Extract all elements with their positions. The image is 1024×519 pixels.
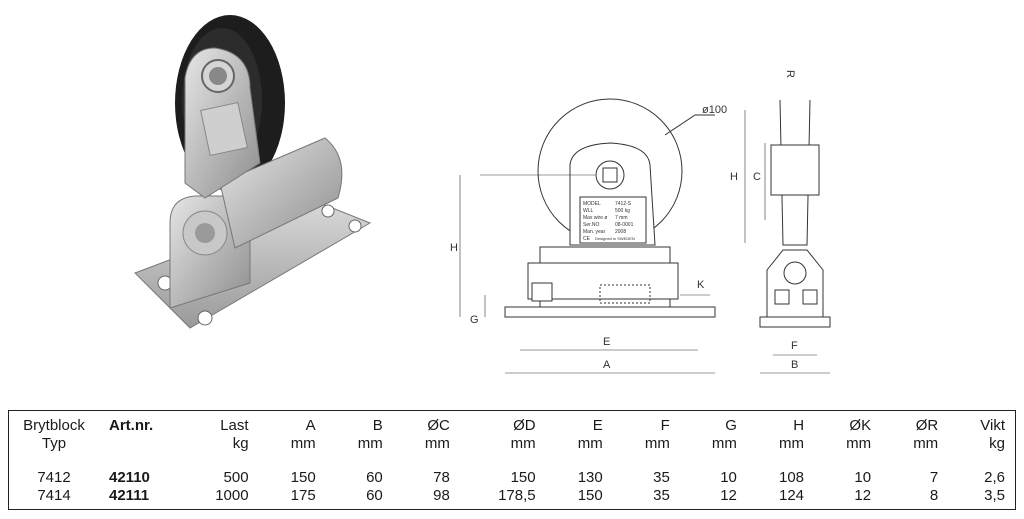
- cell-k: 12: [854, 487, 872, 504]
- plate-maxwire-value: 7 mm: [615, 215, 628, 221]
- cell-typ: 7412: [37, 469, 71, 486]
- dim-label-e: E: [603, 336, 610, 348]
- plate-manyear-value: 2008: [615, 229, 626, 235]
- cell-last: 1000: [215, 487, 249, 504]
- cell-vikt: 3,5: [984, 487, 1005, 504]
- cell-a: 175: [290, 487, 316, 504]
- cell-e: 150: [577, 487, 603, 504]
- plate-designed-text: Designed in SWEDEN: [595, 236, 635, 241]
- dim-label-b: B: [791, 359, 798, 371]
- plate-model-label: MODEL: [583, 201, 601, 207]
- dim-label-a: A: [603, 359, 611, 371]
- dim-label-d100: ø100: [702, 104, 727, 116]
- cell-e: 130: [577, 469, 603, 486]
- cell-b: 60: [366, 469, 383, 486]
- dim-label-k: K: [697, 279, 705, 291]
- col-header-artnr: Art.nr.: [109, 417, 154, 434]
- cell-d: 178,5: [498, 487, 536, 504]
- model-plate: [579, 196, 647, 244]
- cell-artnr: 42110: [109, 469, 150, 486]
- cell-artnr: 42111: [109, 487, 150, 504]
- technical-drawing-side: R H C F B: [725, 55, 875, 380]
- cell-c: 98: [433, 487, 450, 504]
- plate-maxwire-label: Max wire ø: [583, 215, 607, 221]
- cell-typ: 7414: [37, 487, 71, 504]
- plate-wll-value: 500 kg: [615, 208, 630, 214]
- dim-label-c: C: [753, 171, 761, 183]
- table-row: 7412 42110 500 150 60 78 150 130 35 10 1…: [9, 453, 1015, 487]
- dim-label-h: H: [450, 242, 458, 254]
- technical-drawing-front: ø100 MODEL 7412-S WLL 500 kg Max wire ø …: [440, 55, 880, 380]
- cell-b: 60: [366, 487, 383, 504]
- plate-manyear-label: Man. year: [583, 229, 606, 235]
- dim-label-h-side: H: [730, 171, 738, 183]
- plate-model-value: 7412-S: [615, 201, 632, 207]
- cell-last: 500: [223, 469, 249, 486]
- plate-ce-mark: CE: [583, 236, 591, 242]
- base-plate-outline: [504, 306, 716, 318]
- table-row: 7414 42111 1000 175 60 98 178,5 150 35 1…: [9, 487, 1015, 505]
- dim-label-r: R: [784, 70, 796, 78]
- cell-k: 10: [854, 469, 872, 486]
- plate-serno-value: 08-0001: [615, 222, 634, 228]
- plate-wll-label: WLL: [583, 208, 594, 214]
- cell-f: 35: [653, 469, 670, 486]
- plate-serno-label: Ser.NO: [583, 222, 600, 228]
- cell-f: 35: [653, 487, 670, 504]
- cell-vikt: 2,6: [984, 469, 1005, 486]
- cell-d: 150: [510, 469, 536, 486]
- cell-h: 124: [779, 487, 805, 504]
- product-photo: [110, 8, 390, 353]
- dim-label-g: G: [470, 314, 479, 326]
- dim-label-f: F: [791, 340, 798, 352]
- cell-a: 150: [290, 469, 316, 486]
- cell-g: 12: [720, 487, 737, 504]
- cell-c: 78: [433, 469, 450, 486]
- cell-r: 8: [929, 487, 939, 504]
- cell-h: 108: [779, 469, 805, 486]
- cell-g: 10: [720, 469, 737, 486]
- cell-r: 7: [929, 469, 939, 486]
